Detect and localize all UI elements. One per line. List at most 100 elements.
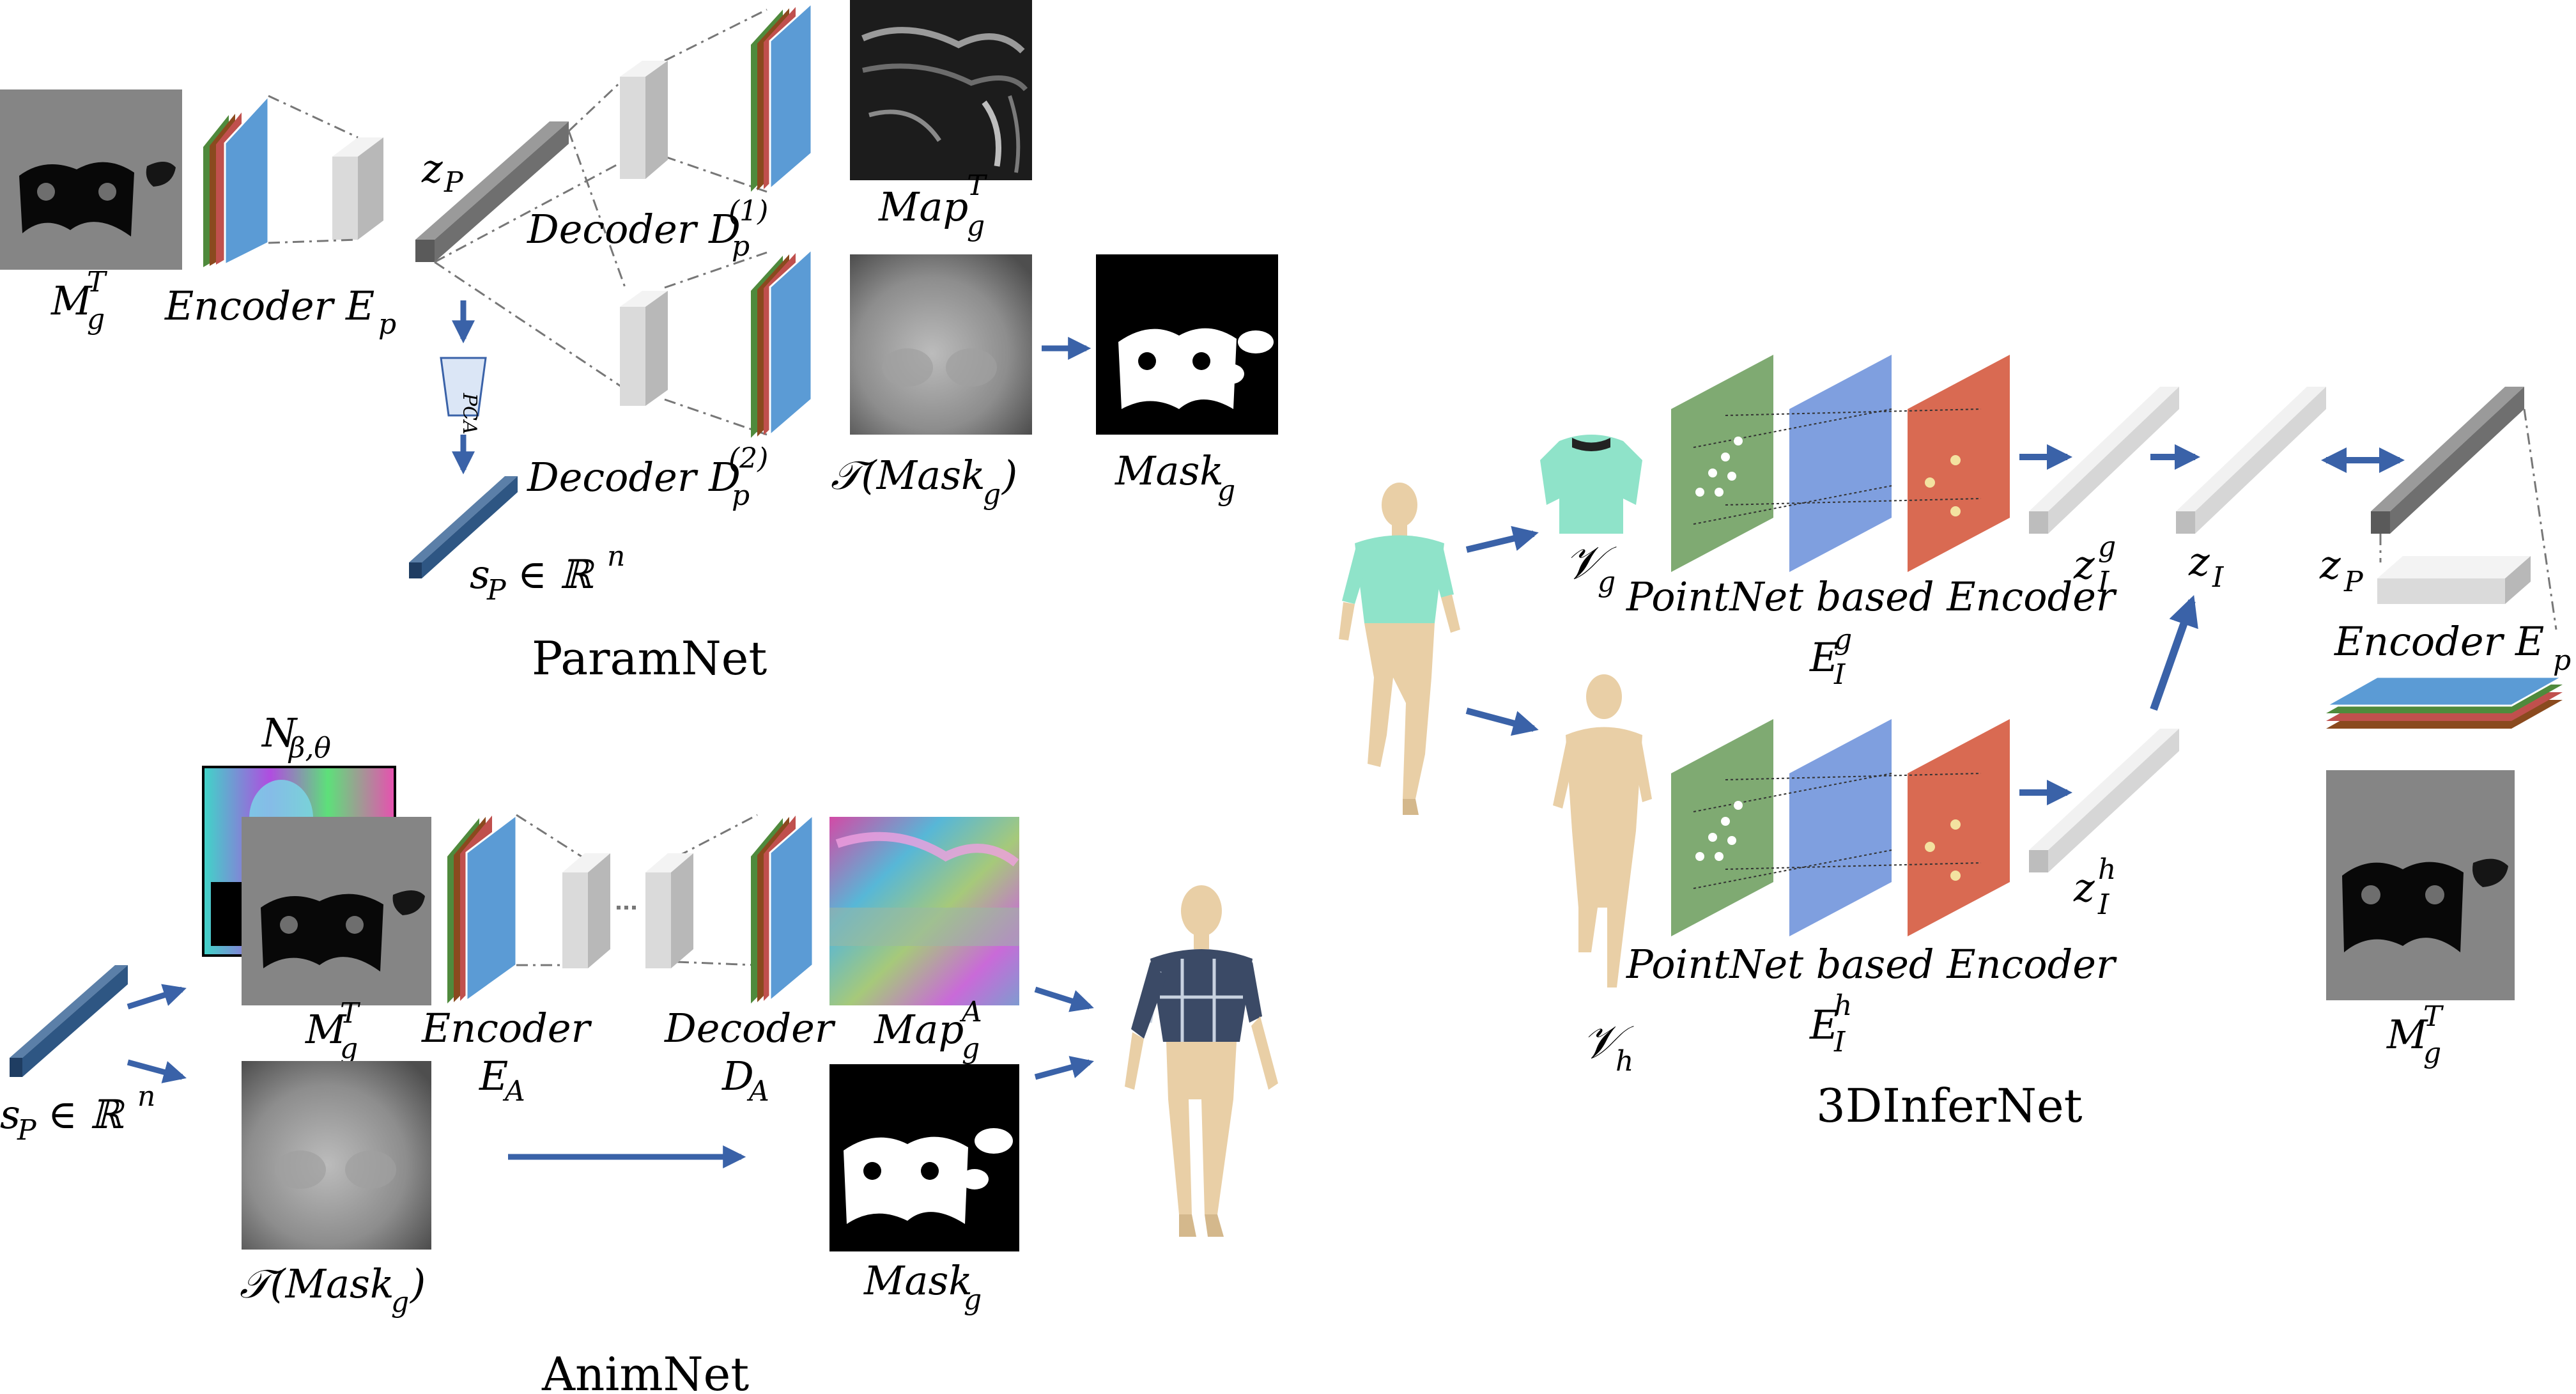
anim-encoder-label: Encoder E A [421, 1005, 592, 1108]
svg-text:Mask: Mask [863, 1257, 973, 1304]
pca-block: PCA [440, 357, 487, 435]
svg-text:h: h [1834, 989, 1852, 1022]
svg-text:Encoder: Encoder [421, 1005, 592, 1051]
svg-text:z: z [2188, 538, 2210, 585]
latent-zp-bar-infer [2371, 387, 2524, 534]
svg-text:p: p [732, 230, 750, 263]
latent-zg-bar [2029, 387, 2179, 534]
svg-text:M: M [50, 277, 93, 324]
svg-text:A: A [959, 996, 982, 1028]
anim-arrow-to-tmask [127, 1059, 187, 1083]
encoder-g-label: E I g [1809, 623, 1852, 691]
arrow-zh-to-zi [2150, 594, 2198, 711]
svg-text:g: g [2098, 530, 2116, 563]
svg-text:T: T [87, 266, 108, 298]
anim-template-map-label: M g T [305, 997, 361, 1065]
infer-encoder-layers [2322, 676, 2566, 729]
map-output-texture [850, 0, 1032, 180]
anim-arrow-map-to-body [1034, 986, 1094, 1012]
svg-text:z: z [2319, 541, 2341, 588]
svg-text:A: A [746, 1075, 769, 1108]
svg-text:g: g [964, 1283, 982, 1316]
decoder1-block [620, 61, 668, 179]
svg-text:z: z [2073, 864, 2095, 911]
anim-map-output-label: Map g A [874, 996, 982, 1065]
animnet-title: AnimNet [541, 1347, 749, 1391]
human-mesh [1553, 674, 1652, 987]
infer-encoder-block [2377, 556, 2531, 604]
anim-arrow-to-template [127, 984, 187, 1010]
svg-text:A: A [502, 1075, 525, 1108]
infernet-section: 𝒱 g 𝒱 h Poi [1339, 355, 2571, 1133]
anim-decoder-block [645, 853, 693, 968]
svg-text:g: g [2423, 1037, 2441, 1069]
svg-text:I: I [1833, 658, 1846, 691]
pointnet-top-label: PointNet based Encoder [1626, 573, 2117, 620]
svg-text:s: s [470, 551, 490, 598]
running-body-figure [1339, 483, 1460, 815]
svg-text:p: p [732, 479, 750, 512]
svg-text:n: n [607, 540, 625, 573]
svg-text:∈ ℝ: ∈ ℝ [48, 1091, 125, 1138]
svg-text:g: g [340, 1032, 358, 1065]
infer-connectors [2379, 408, 2557, 630]
svg-text:P: P [486, 574, 507, 607]
transformed-mask-label: 𝒯(Mask g ) [831, 452, 1017, 511]
svg-text:N: N [261, 709, 298, 756]
dressed-body-figure [1125, 885, 1278, 1237]
shape-code-bar [409, 476, 518, 578]
svg-text:Encoder E: Encoder E [2334, 618, 2544, 665]
svg-text:I: I [2212, 561, 2225, 594]
anim-connectors [516, 814, 758, 966]
transformed-mask-image [850, 254, 1032, 435]
encoder-label-sub: p [378, 308, 396, 341]
input-template-map-label: M g T [50, 266, 108, 336]
input-template-map [0, 89, 182, 270]
svg-text:g: g [983, 478, 1001, 511]
svg-text:P: P [17, 1114, 37, 1147]
anim-mask-output-label: Mask g [863, 1257, 982, 1316]
decoder1-label: Decoder D p (1) [527, 195, 768, 263]
svg-text:I: I [2097, 888, 2110, 921]
svg-text:h: h [1616, 1045, 1633, 1078]
svg-text:): ) [1001, 452, 1017, 499]
mask-output-image [1096, 254, 1278, 435]
anim-decoder-layers [751, 812, 814, 1003]
decoder1-layers [751, 1, 813, 192]
human-mesh-label: 𝒱 h [1582, 1015, 1634, 1078]
latent-zp-infer-label: z P [2319, 541, 2364, 598]
pointnet-encoder-bottom [1671, 719, 2010, 936]
svg-text:(1): (1) [729, 195, 768, 228]
svg-text:T: T [2423, 1000, 2444, 1033]
encoder-label: Encoder E [164, 283, 374, 329]
garment-mesh-label: 𝒱 g [1564, 536, 1617, 598]
svg-text:I: I [1833, 1026, 1846, 1058]
anim-arrow-mask-to-body [1034, 1056, 1094, 1080]
svg-text:g: g [1598, 566, 1616, 598]
svg-text:D: D [721, 1053, 754, 1099]
latent-zh-bar [2029, 729, 2179, 872]
latent-zi-label: z I [2188, 538, 2225, 594]
svg-text:(2): (2) [729, 442, 768, 475]
svg-text:g: g [87, 303, 105, 336]
svg-text:g: g [967, 210, 985, 242]
svg-text:z: z [2073, 541, 2095, 588]
infernet-title: 3DInferNet [1816, 1079, 2083, 1133]
anim-shape-code-label: s P ∈ ℝ n [0, 1080, 155, 1147]
svg-text:h: h [2098, 853, 2116, 886]
svg-text:): ) [409, 1260, 426, 1307]
arrow-body-to-human [1465, 708, 1539, 736]
encoder-layer-stack [203, 93, 270, 267]
svg-text:P: P [443, 166, 464, 199]
animnet-section: s P ∈ ℝ n N β,θ M g T [0, 709, 1278, 1394]
svg-text:g: g [962, 1032, 980, 1065]
latent-zp-bar [415, 121, 569, 262]
svg-text:I: I [2097, 566, 2110, 598]
decoder2-label: Decoder D p (2) [527, 442, 768, 512]
svg-text:∈ ℝ: ∈ ℝ [518, 551, 595, 598]
svg-text:β,θ: β,θ [288, 732, 331, 764]
svg-text:T: T [340, 997, 361, 1030]
paramnet-connectors [268, 8, 767, 436]
anim-transformed-mask-label: 𝒯(Mask g ) [240, 1260, 426, 1319]
